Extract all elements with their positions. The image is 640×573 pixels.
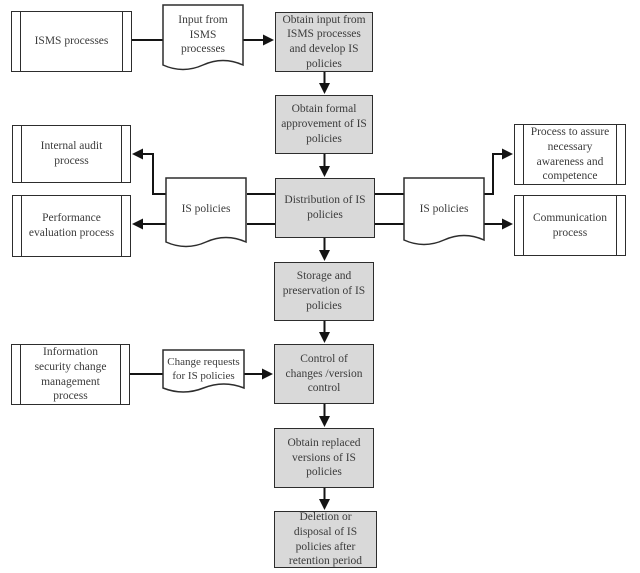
node-communication-process-label: Communication process (532, 211, 608, 239)
node-internal-audit-process-label: Internal audit process (40, 140, 103, 167)
arrowhead-into-performance-evaluation (132, 218, 143, 230)
arrowhead-into-control-top (319, 332, 330, 343)
arrowhead-into-awareness (502, 148, 513, 160)
node-deletion-label: Deletion or disposal of IS policies afte… (288, 511, 363, 568)
node-storage: Storage and preservation of IS policies (274, 262, 374, 321)
node-performance-evaluation-process-label: Performance evaluation process (28, 212, 115, 239)
document-shape-change-requests (162, 349, 245, 393)
document-is-policies-right-label: IS policies (404, 178, 484, 240)
node-obtain-approval: Obtain formal approvement of IS policies (275, 95, 373, 154)
node-obtain-replaced-label: Obtain replaced versions of IS policies (287, 436, 361, 479)
node-obtain-approval-label: Obtain formal approvement of IS policies (281, 103, 367, 145)
arrowhead-into-obtain-input (263, 34, 274, 46)
node-storage-label: Storage and preservation of IS policies (282, 270, 366, 312)
change-requests-text: Change requests for IS policies (167, 355, 240, 382)
document-shape-is-policies-left (165, 177, 247, 248)
node-distribution: Distribution of IS policies (275, 178, 375, 238)
node-isms-processes: ISMS processes (11, 11, 132, 72)
node-awareness-process: Process to assure necessary awareness an… (514, 124, 626, 185)
connector-left-doc-to-internal-audit (142, 153, 167, 195)
node-distribution-label: Distribution of IS policies (284, 194, 366, 221)
document-is-policies-left-label: IS policies (166, 178, 246, 240)
node-deletion: Deletion or disposal of IS policies afte… (274, 511, 377, 568)
connector-distribution-to-right-doc (375, 193, 405, 225)
node-internal-audit-process: Internal audit process (12, 125, 131, 183)
arrowhead-into-deletion (319, 499, 330, 510)
node-control-changes: Control of changes /version control (274, 344, 374, 404)
node-isms-processes-label: ISMS processes (34, 35, 109, 48)
node-obtain-input-label: Obtain input from ISMS processes and dev… (282, 13, 366, 70)
document-shape-input-from-isms (162, 4, 244, 71)
document-change-requests-label: Change requests for IS policies (163, 352, 244, 386)
connector-distribution-to-left-doc (247, 193, 275, 225)
arrowhead-into-distribution (319, 166, 330, 177)
connector-right-doc-to-awareness (483, 153, 504, 195)
node-awareness-process-label: Process to assure necessary awareness an… (530, 126, 610, 183)
arrowhead-into-internal-audit (132, 148, 143, 160)
is-policies-left-text: IS policies (181, 202, 231, 215)
node-communication-process: Communication process (514, 195, 626, 256)
document-input-from-isms-label: Input from ISMS processes (163, 8, 243, 62)
node-performance-evaluation-process: Performance evaluation process (12, 195, 131, 257)
arrowhead-into-approval (319, 83, 330, 94)
arrowhead-into-storage (319, 250, 330, 261)
node-obtain-input: Obtain input from ISMS processes and dev… (275, 12, 373, 72)
node-obtain-replaced: Obtain replaced versions of IS policies (274, 428, 374, 488)
input-from-isms-text: Input from ISMS processes (178, 13, 228, 56)
arrowhead-into-communication (502, 218, 513, 230)
node-change-management-process-label: Information security change management p… (34, 346, 107, 403)
arrowhead-into-replaced (319, 416, 330, 427)
node-control-changes-label: Control of changes /version control (285, 352, 363, 395)
document-shape-is-policies-right (403, 177, 485, 246)
arrowhead-into-control-left (262, 368, 273, 380)
node-change-management-process: Information security change management p… (11, 344, 130, 405)
is-policies-right-text: IS policies (419, 202, 469, 215)
